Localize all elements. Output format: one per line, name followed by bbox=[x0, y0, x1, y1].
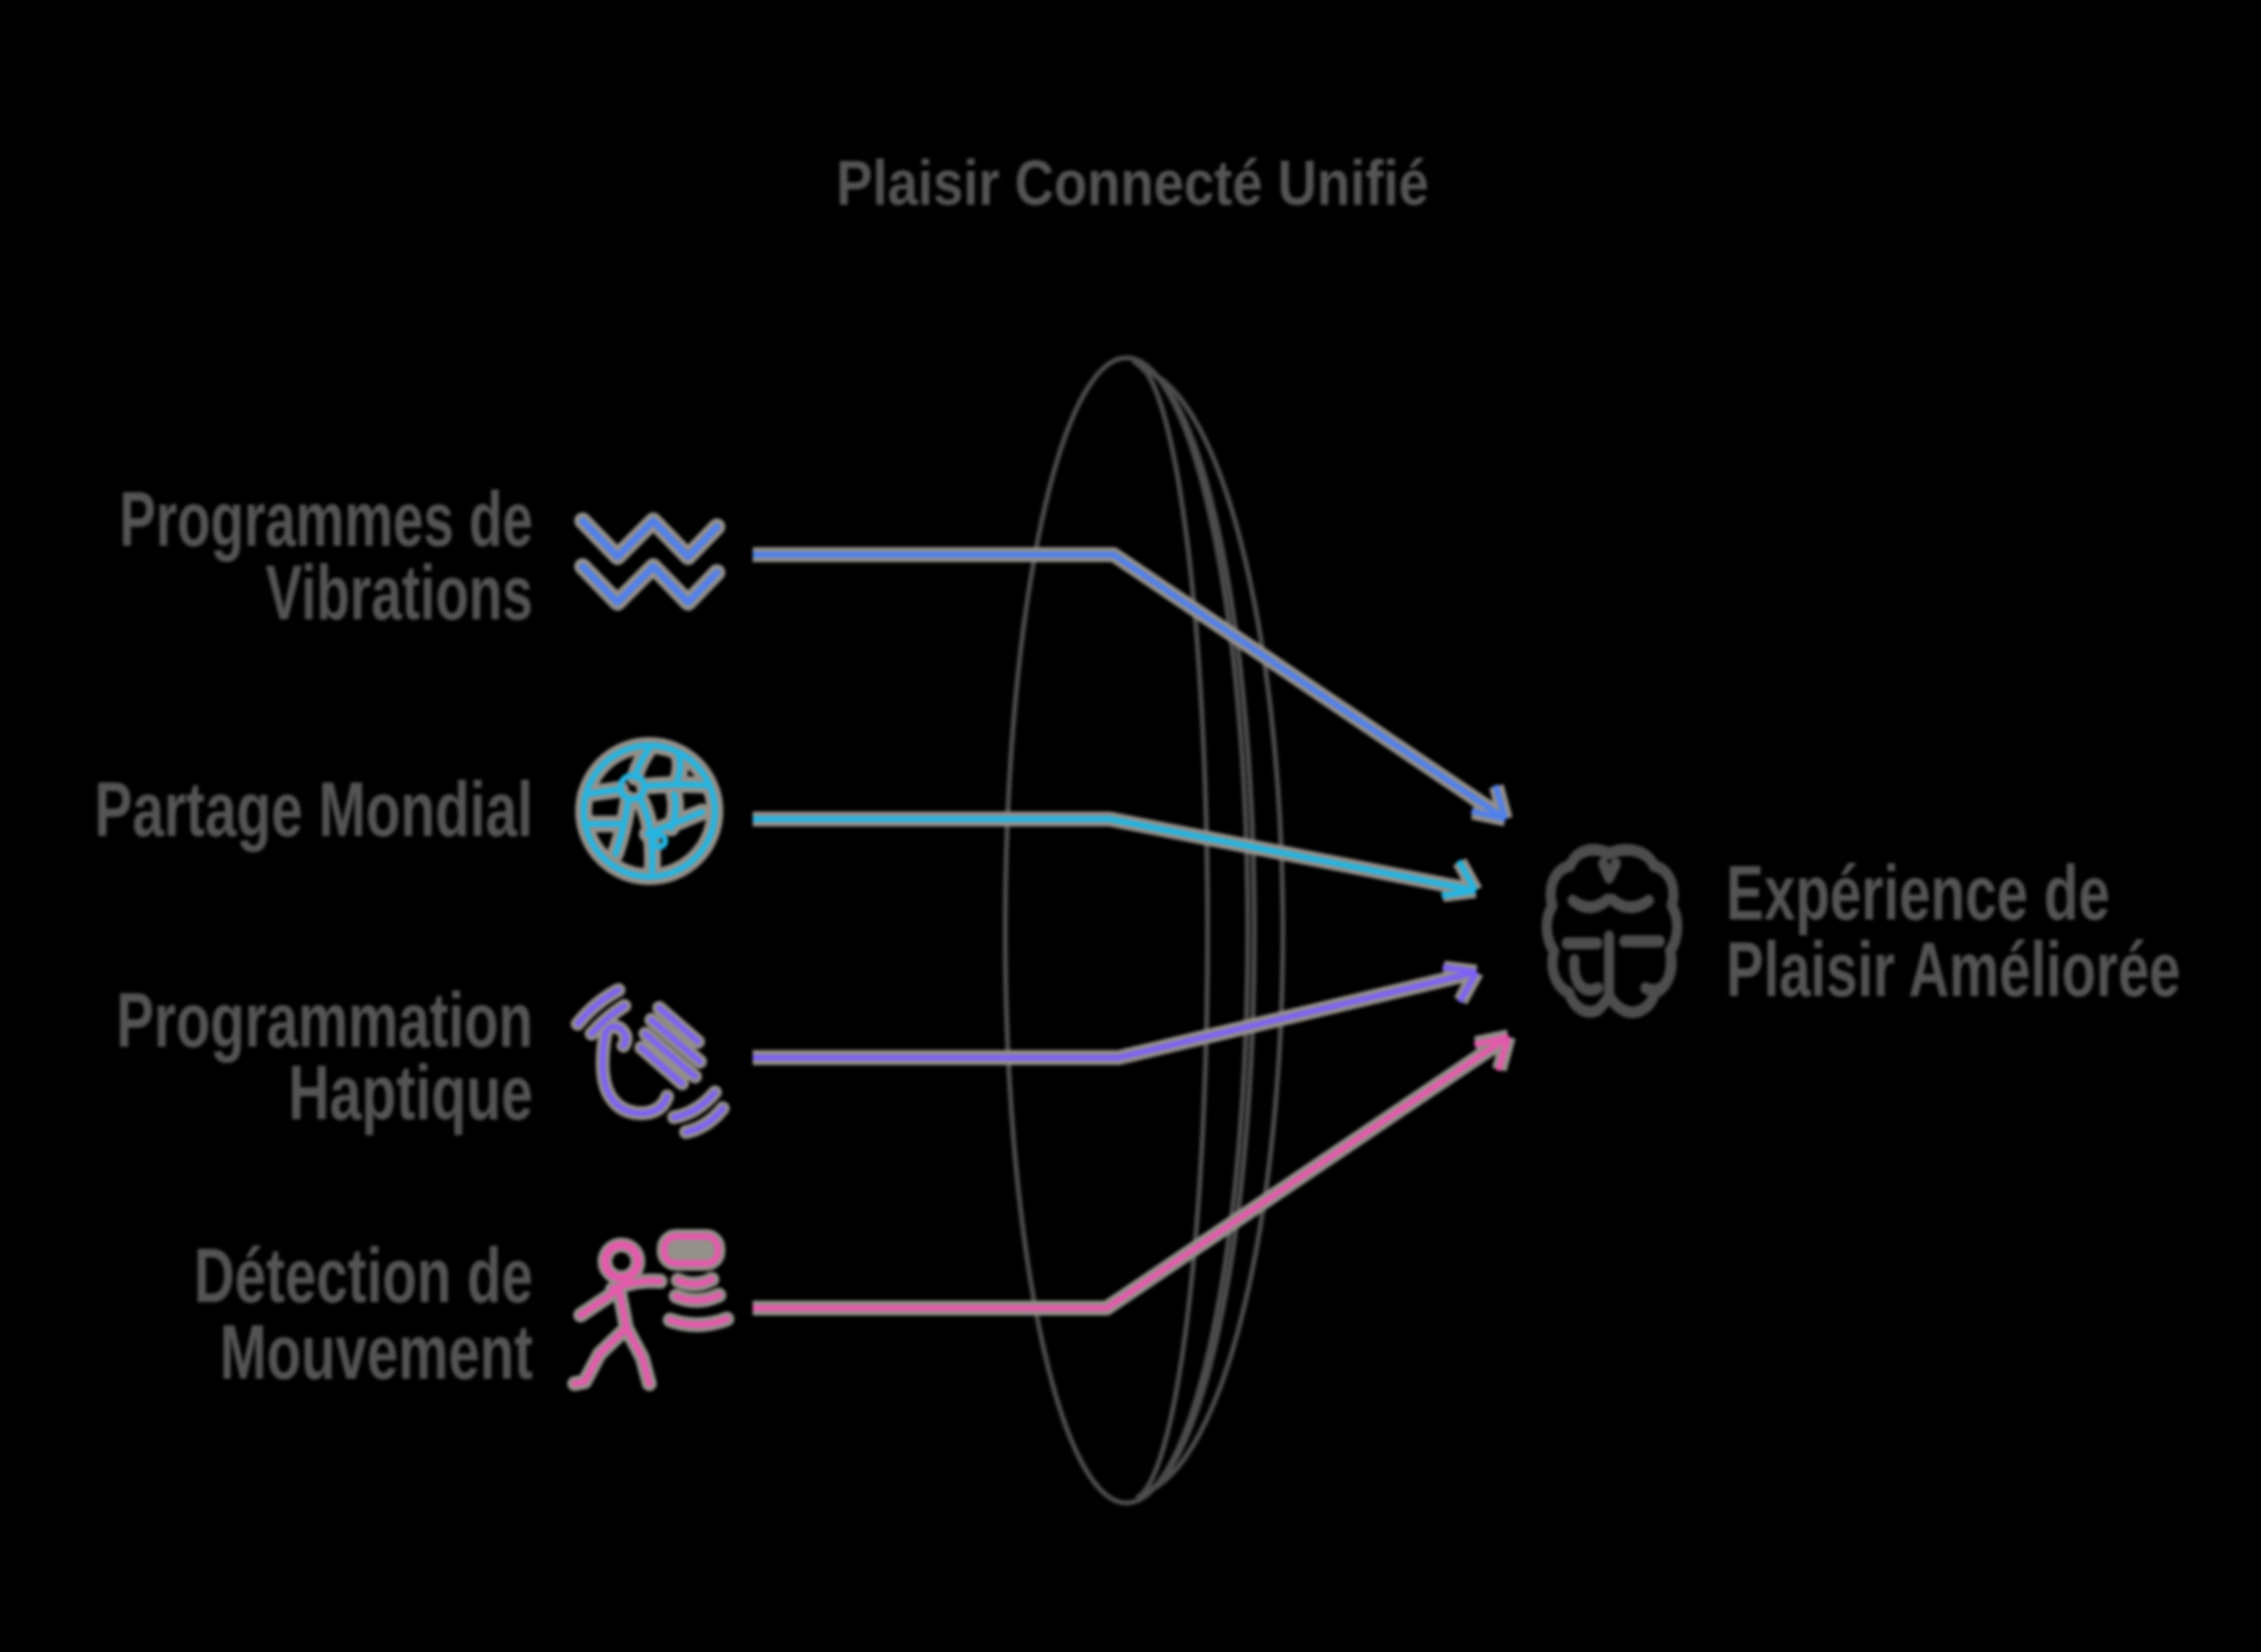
svg-text:Haptique: Haptique bbox=[288, 1049, 533, 1136]
svg-text:Programmation: Programmation bbox=[116, 976, 533, 1064]
svg-text:Plaisir Améliorée: Plaisir Améliorée bbox=[1726, 925, 2180, 1013]
svg-text:Plaisir Connecté Unifié: Plaisir Connecté Unifié bbox=[836, 147, 1429, 219]
svg-text:Détection de: Détection de bbox=[194, 1232, 533, 1319]
svg-text:Expérience de: Expérience de bbox=[1726, 849, 2110, 936]
svg-text:Programmes de: Programmes de bbox=[119, 475, 533, 563]
svg-text:Partage Mondial: Partage Mondial bbox=[94, 765, 533, 853]
svg-text:Mouvement: Mouvement bbox=[220, 1308, 533, 1396]
svg-text:Vibrations: Vibrations bbox=[265, 549, 533, 636]
